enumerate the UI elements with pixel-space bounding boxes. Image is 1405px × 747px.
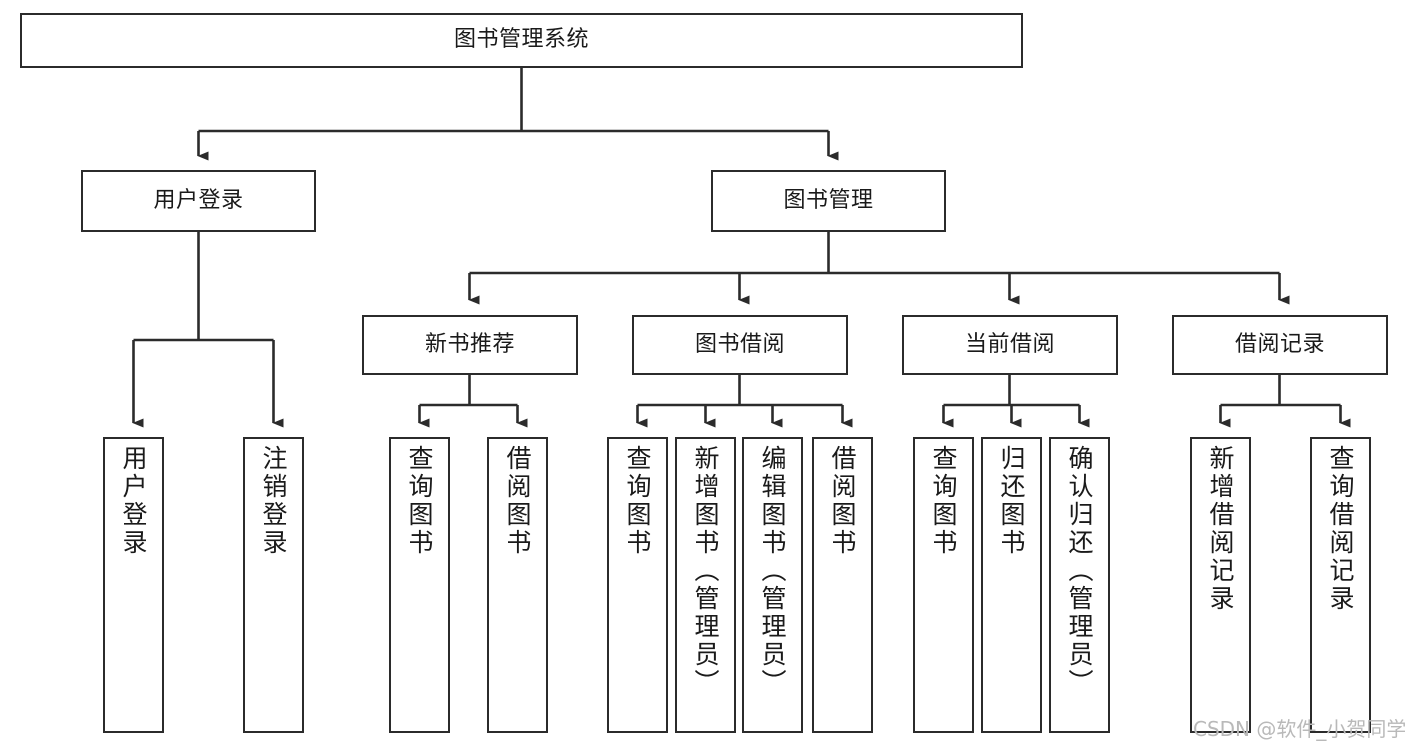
node-book-borrow[interactable]: 图书借阅 — [632, 315, 848, 375]
leaf-book-borrow-edit[interactable]: 编辑图书（管理员） — [742, 437, 803, 733]
leaf-user-login-logout[interactable]: 注销登录 — [243, 437, 304, 733]
leaf-book-borrow-query[interactable]: 查询图书 — [607, 437, 668, 733]
leaf-borrow-record-add[interactable]: 新增借阅记录 — [1190, 437, 1251, 733]
node-label: 用户登录 — [153, 187, 244, 213]
leaf-book-borrow-borrow[interactable]: 借阅图书 — [812, 437, 873, 733]
node-label: 借阅图书 — [828, 445, 857, 557]
node-label: 查询图书 — [405, 445, 434, 557]
leaf-current-borrow-return[interactable]: 归还图书 — [981, 437, 1042, 733]
node-label: 注销登录 — [259, 445, 288, 557]
node-label: 新书推荐 — [424, 331, 515, 357]
leaf-new-book-query[interactable]: 查询图书 — [389, 437, 450, 733]
node-borrow-record[interactable]: 借阅记录 — [1172, 315, 1388, 375]
node-user-login[interactable]: 用户登录 — [81, 170, 316, 232]
leaf-book-borrow-add[interactable]: 新增图书（管理员） — [675, 437, 736, 733]
node-label: 用户登录 — [119, 445, 148, 557]
node-label: 查询图书 — [623, 445, 652, 557]
node-label: 当前借阅 — [964, 331, 1055, 357]
node-label: 查询图书 — [929, 445, 958, 557]
node-label: 图书管理系统 — [453, 27, 589, 53]
node-label: 借阅记录 — [1234, 331, 1325, 357]
node-label: 确认归还（管理员） — [1065, 445, 1094, 697]
node-label: 图书借阅 — [694, 331, 785, 357]
node-label: 借阅图书 — [503, 445, 532, 557]
node-label: 编辑图书（管理员） — [758, 445, 787, 697]
leaf-user-login-login[interactable]: 用户登录 — [103, 437, 164, 733]
node-label: 图书管理 — [783, 187, 874, 213]
node-current-borrow[interactable]: 当前借阅 — [902, 315, 1118, 375]
node-label: 新增借阅记录 — [1206, 445, 1235, 613]
node-label: 查询借阅记录 — [1326, 445, 1355, 613]
node-label: 归还图书 — [997, 445, 1026, 557]
leaf-new-book-borrow[interactable]: 借阅图书 — [487, 437, 548, 733]
node-label: 新增图书（管理员） — [691, 445, 720, 697]
leaf-current-borrow-confirm-return[interactable]: 确认归还（管理员） — [1049, 437, 1110, 733]
node-book-management[interactable]: 图书管理 — [711, 170, 946, 232]
node-root-book-management-system[interactable]: 图书管理系统 — [20, 13, 1023, 68]
leaf-current-borrow-query[interactable]: 查询图书 — [913, 437, 974, 733]
node-new-book-recommend[interactable]: 新书推荐 — [362, 315, 578, 375]
leaf-borrow-record-query[interactable]: 查询借阅记录 — [1310, 437, 1371, 733]
